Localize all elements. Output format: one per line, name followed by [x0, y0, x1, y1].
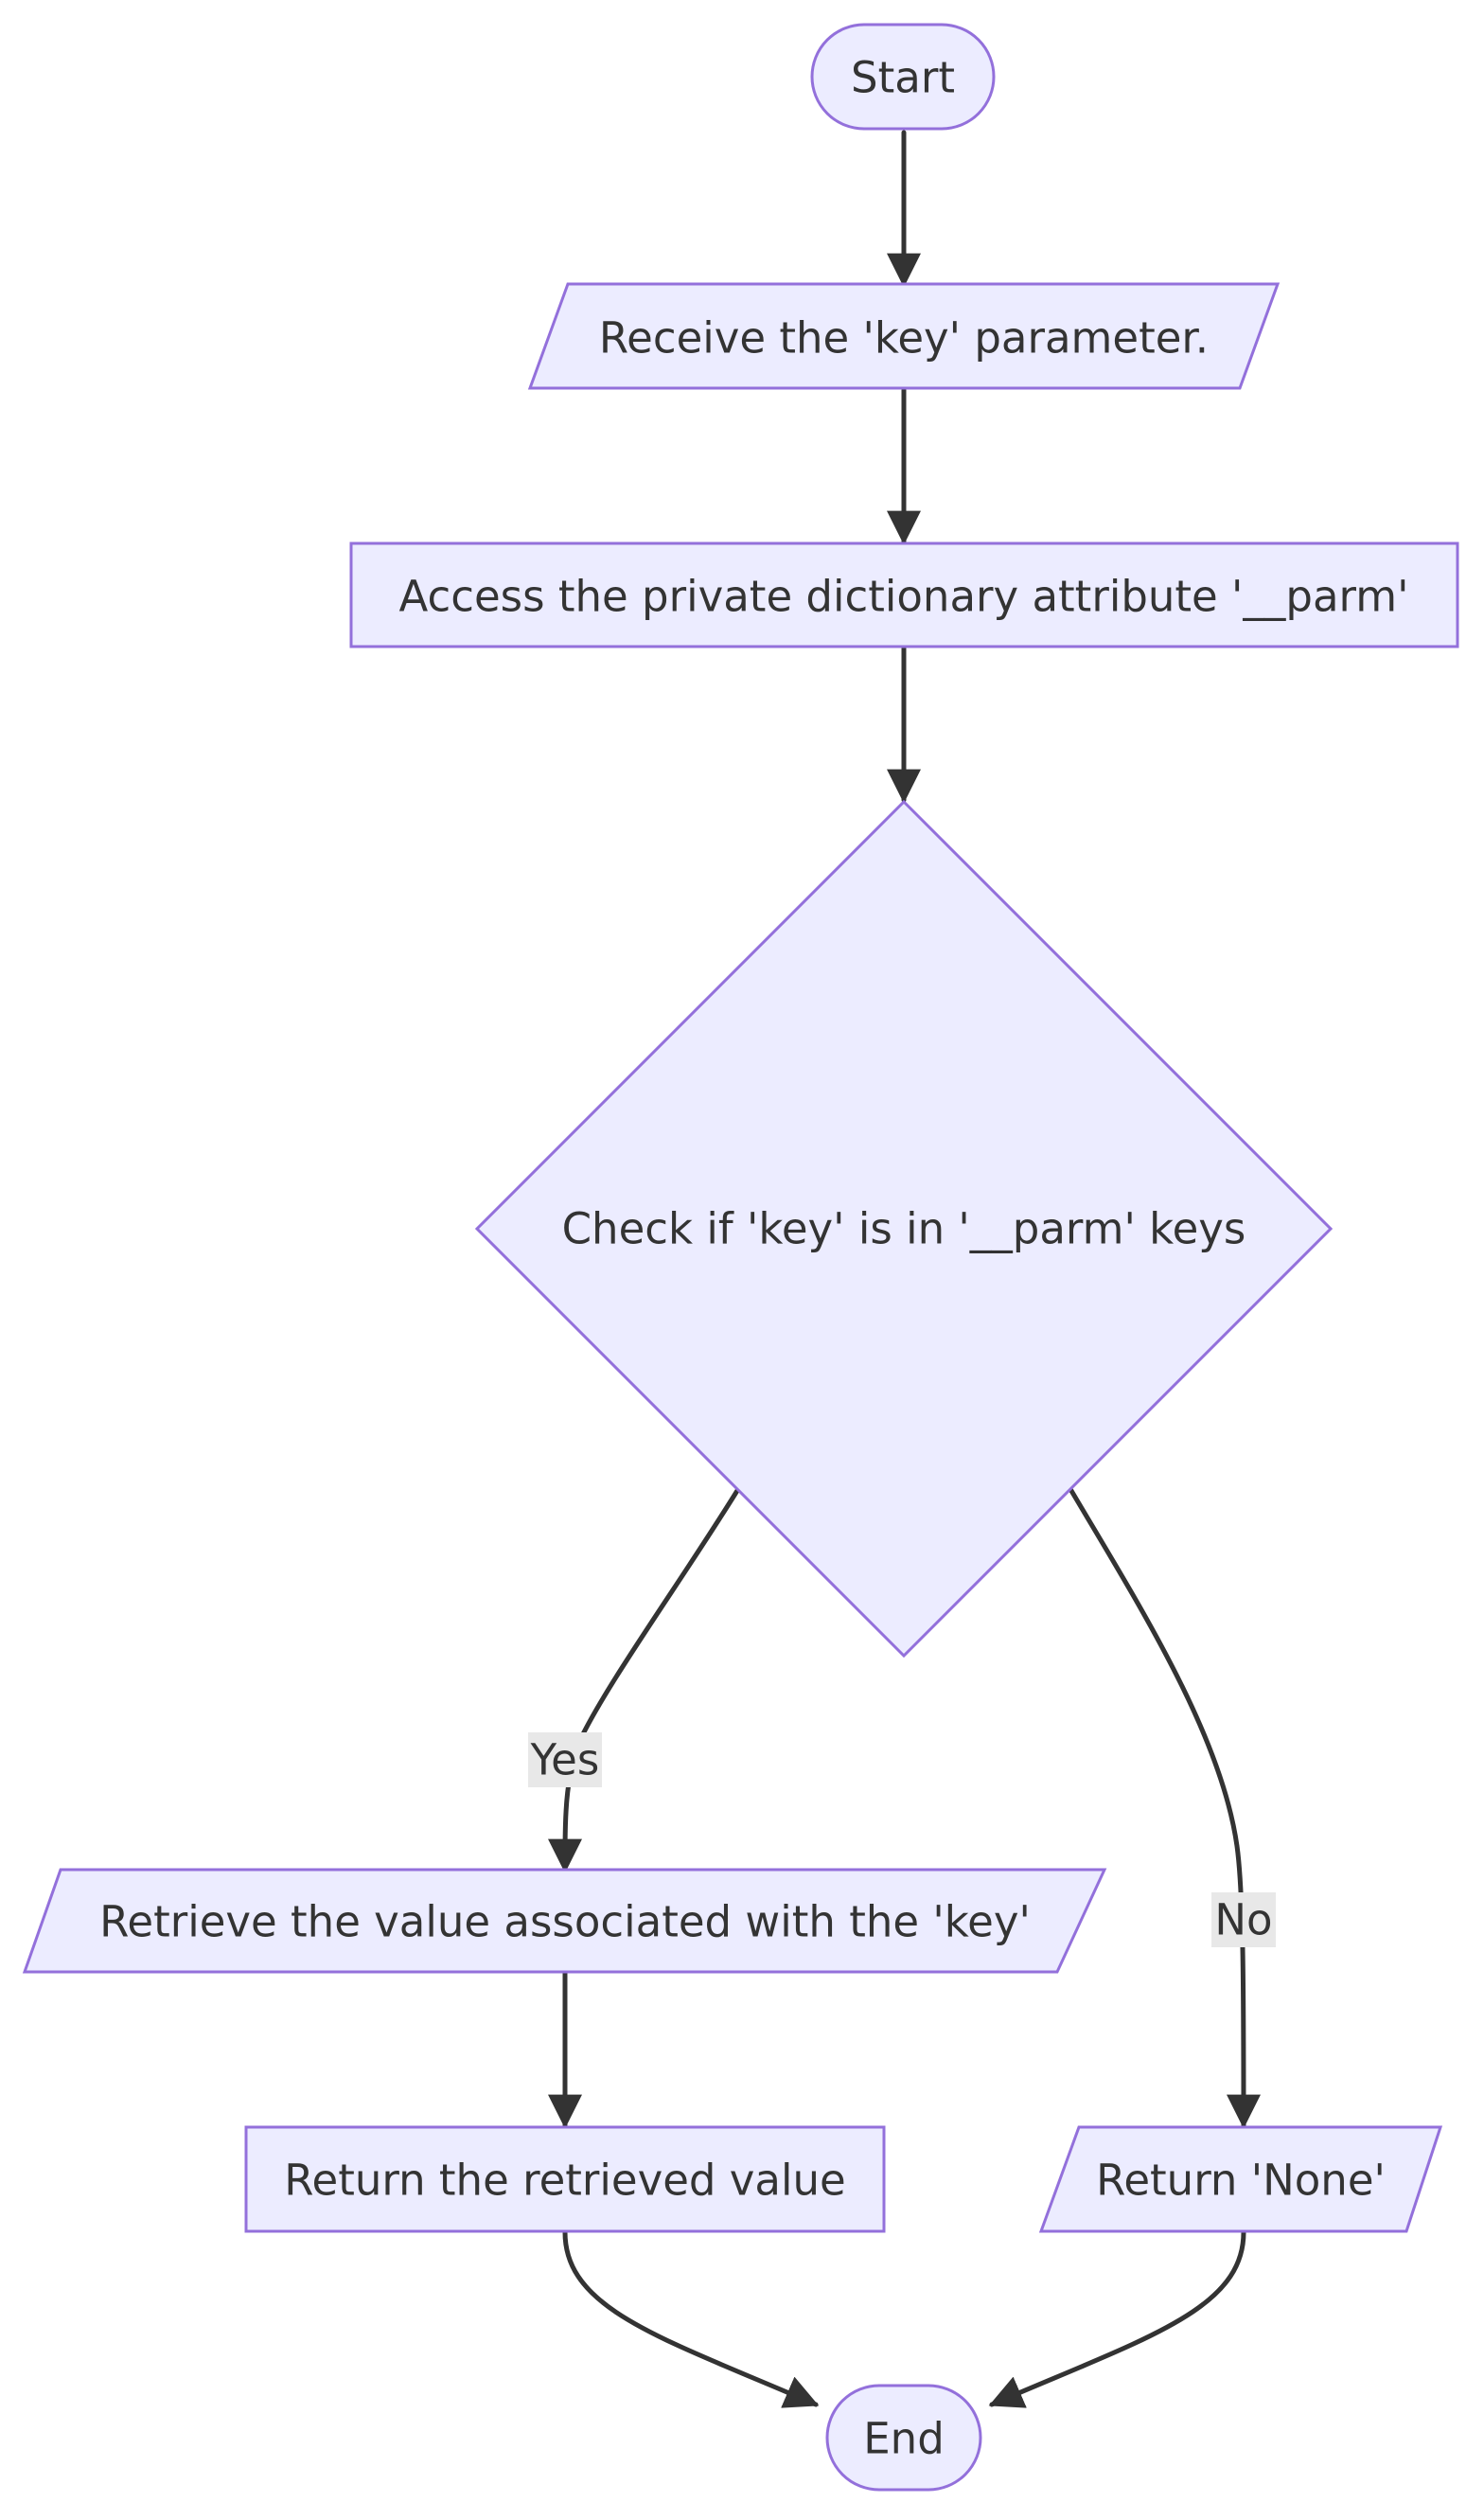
node-receive-key[interactable]: Receive the 'key' parameter. — [527, 282, 1281, 390]
node-check-key[interactable]: Check if 'key' is in '__parm' keys — [474, 799, 1334, 1659]
node-start-label: Start — [851, 53, 955, 103]
node-receive-key-label: Receive the 'key' parameter. — [599, 313, 1209, 364]
node-check-key-label: Check if 'key' is in '__parm' keys — [562, 1204, 1246, 1254]
edge-return-none-to-end — [988, 2229, 1246, 2408]
edge-check-key-to-return-none — [1068, 1486, 1261, 2129]
node-access-parm-label: Access the private dictionary attribute … — [399, 572, 1409, 622]
node-retrieve-value[interactable]: Retrieve the value associated with the '… — [22, 1868, 1107, 1974]
edge-return-value-to-end — [562, 2229, 820, 2408]
node-return-none[interactable]: Return 'None' — [1038, 2125, 1443, 2233]
node-start[interactable]: Start — [810, 23, 996, 131]
edge-label-yes-text: Yes — [530, 1735, 600, 1785]
edge-label-no-text: No — [1214, 1895, 1272, 1945]
edges — [548, 130, 1261, 2408]
node-end-label: End — [863, 2414, 945, 2464]
node-return-none-label: Return 'None' — [1096, 2156, 1386, 2206]
node-access-parm[interactable]: Access the private dictionary attribute … — [349, 541, 1459, 648]
node-return-value-label: Return the retrieved value — [284, 2156, 845, 2206]
edge-label-no: No — [1211, 1892, 1276, 1947]
edge-check-key-to-retrieve-value — [548, 1486, 741, 1873]
edge-label-yes: Yes — [528, 1732, 602, 1787]
node-return-value[interactable]: Return the retrieved value — [244, 2125, 886, 2233]
node-retrieve-value-label: Retrieve the value associated with the '… — [99, 1897, 1031, 1947]
node-end[interactable]: End — [825, 2384, 982, 2492]
